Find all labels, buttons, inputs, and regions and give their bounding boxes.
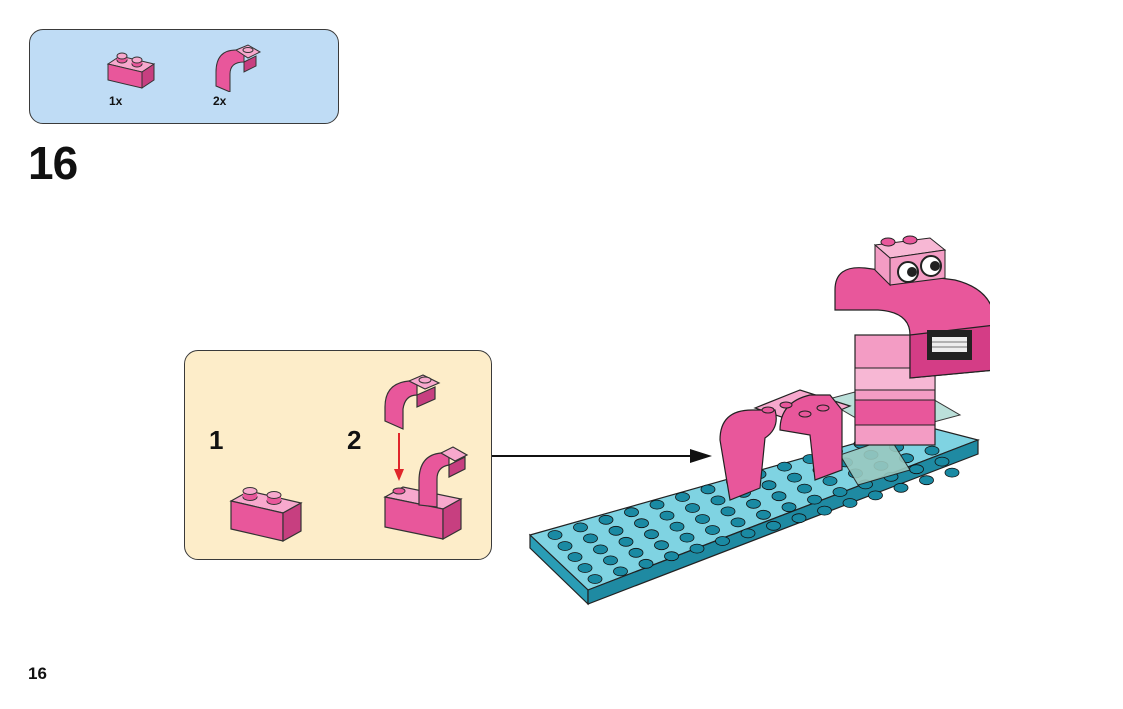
baseplate-stud xyxy=(842,498,858,508)
baseplate-stud xyxy=(730,517,746,528)
baseplate-stud xyxy=(781,502,797,513)
baseplate-stud xyxy=(756,509,771,520)
page-number: 16 xyxy=(28,664,47,683)
sub-step-label: 2 xyxy=(347,425,362,455)
baseplate-stud xyxy=(924,445,940,456)
baseplate-stud xyxy=(679,532,695,543)
baseplate-stud xyxy=(577,563,593,573)
baseplate-stud xyxy=(919,475,934,486)
baseplate-stud xyxy=(669,521,685,532)
pink-brick-icon xyxy=(229,479,305,545)
baseplate-stud xyxy=(573,522,588,533)
baseplate-stud xyxy=(934,456,950,467)
baseplate-stud xyxy=(720,506,736,517)
baseplate-stud xyxy=(618,536,634,547)
baseplate-stud xyxy=(787,472,802,483)
baseplate-stud xyxy=(583,533,598,544)
baseplate-stud xyxy=(766,520,781,531)
baseplate-stud xyxy=(893,482,909,493)
baseplate-stud xyxy=(761,480,777,491)
baseplate-stud xyxy=(868,490,883,501)
baseplate-stud xyxy=(822,476,838,486)
baseplate-stud xyxy=(832,487,848,497)
sub-assembly-box: 1 2 xyxy=(184,350,492,560)
baseplate-stud xyxy=(659,510,675,521)
baseplate-stud xyxy=(700,484,716,495)
baseplate-stud xyxy=(654,540,669,551)
baseplate-stud xyxy=(675,492,690,502)
baseplate-stud xyxy=(710,495,726,506)
baseplate-stud xyxy=(771,491,787,502)
baseplate-stud xyxy=(689,543,705,554)
baseplate-stud xyxy=(685,503,700,513)
baseplate-stud xyxy=(817,505,832,516)
baseplate-stud xyxy=(746,498,761,509)
part-quantity: 2x xyxy=(213,94,227,108)
step-number: 16 xyxy=(28,137,78,189)
baseplate-stud xyxy=(593,544,608,555)
baseplate-stud xyxy=(909,464,924,475)
model-illustration xyxy=(490,230,996,625)
baseplate-stud xyxy=(587,574,603,584)
baseplate-stud xyxy=(624,507,639,518)
baseplate-stud xyxy=(705,525,720,535)
baseplate-stud xyxy=(638,558,654,569)
baseplate-stud xyxy=(557,541,573,551)
baseplate-stud xyxy=(807,494,822,505)
baseplate-stud xyxy=(603,555,618,566)
baseplate-stud xyxy=(547,530,563,540)
pink-curved-slope-icon xyxy=(208,42,264,92)
sub-step-label: 1 xyxy=(209,425,224,455)
baseplate-stud xyxy=(740,528,756,539)
baseplate-stud xyxy=(608,525,624,536)
baseplate-stud xyxy=(797,483,812,494)
baseplate-stud xyxy=(613,566,628,577)
baseplate-stud xyxy=(628,547,644,558)
callout-arrow xyxy=(492,449,712,463)
baseplate-stud xyxy=(777,461,792,472)
baseplate-stud xyxy=(791,513,807,524)
baseplate-stud xyxy=(664,551,679,562)
baseplate-stud xyxy=(634,518,649,529)
part-quantity: 1x xyxy=(109,94,123,108)
parts-list-box: 1x 2x xyxy=(29,29,339,124)
baseplate-stud xyxy=(644,529,659,540)
baseplate-stud xyxy=(567,552,583,562)
assembly-step-2-icon xyxy=(381,369,471,549)
baseplate-stud xyxy=(715,536,730,546)
baseplate-stud xyxy=(695,514,710,524)
pink-brick-1x2-icon xyxy=(106,46,156,90)
baseplate-stud xyxy=(649,499,665,510)
baseplate-stud xyxy=(944,467,960,478)
baseplate-stud xyxy=(598,514,614,525)
